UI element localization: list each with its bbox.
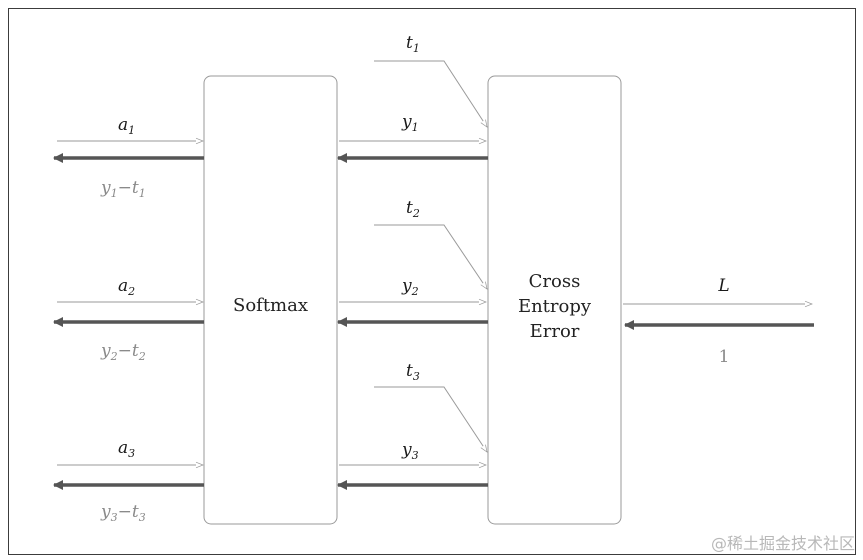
label-loss: L	[717, 276, 729, 296]
label-t3: t3	[406, 361, 420, 383]
gradient-label-1: y1−t1	[100, 178, 146, 200]
diagram-frame	[8, 8, 856, 555]
label-a1: a1	[118, 115, 135, 137]
softmax-node	[203, 75, 338, 525]
target-t2-arrow	[374, 224, 488, 290]
watermark: @稀土掘金技术社区	[710, 534, 855, 553]
label-a2: a2	[118, 276, 135, 298]
label-t2: t2	[406, 198, 420, 220]
target-t1-arrow	[374, 60, 488, 128]
loss-gradient-label: 1	[719, 347, 730, 367]
target-t3-arrow	[374, 386, 488, 453]
gradient-label-2: y2−t2	[100, 341, 146, 363]
label-y2: y2	[401, 276, 419, 298]
cross-entropy-label-line-1: Cross	[529, 271, 581, 292]
cross-entropy-label-line-3: Error	[530, 321, 580, 342]
label-y3: y3	[401, 440, 419, 462]
cross-entropy-node	[487, 75, 622, 525]
gradient-label-3: y3−t3	[100, 502, 146, 524]
label-y1: y1	[401, 112, 419, 134]
label-t1: t1	[406, 33, 420, 55]
cross-entropy-label-line-2: Entropy	[518, 296, 592, 317]
label-a3: a3	[118, 438, 135, 460]
softmax-label: Softmax	[233, 295, 308, 316]
